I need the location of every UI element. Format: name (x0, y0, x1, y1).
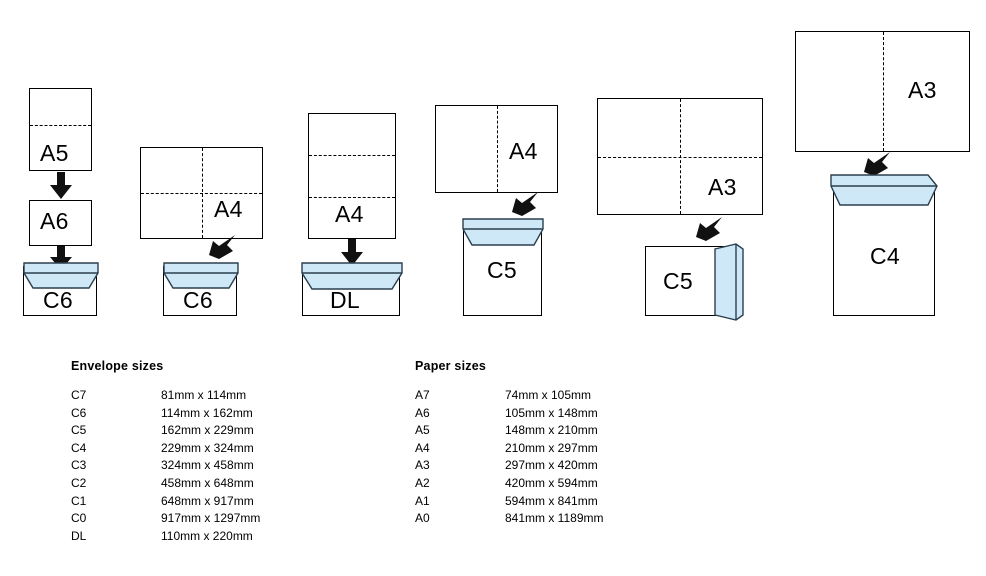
envelope-code: C7 (71, 388, 87, 402)
envelope-code: C5 (71, 423, 87, 438)
envelope-sizes-rows: C7 81mm x 114mm C6 114mm x 162mm C5 162m… (71, 387, 371, 545)
arrow-down-a4-to-dl (339, 239, 365, 267)
table-row: C5 162mm x 229mm (71, 422, 371, 440)
paper-dimensions: 841mm x 1189mm (505, 511, 604, 526)
envelope-dimensions: 917mm x 1297mm (161, 511, 261, 526)
table-row: A7 74mm x 105mm (415, 387, 715, 405)
fold-line-horizontal-upper (309, 155, 395, 157)
sheet-label-a4: A4 (335, 201, 364, 227)
paper-code: A0 (415, 511, 430, 526)
fold-line-horizontal (30, 125, 91, 127)
envelope-dimensions: 114mm x 162mm (161, 405, 253, 420)
envelope-code: C1 (71, 493, 87, 508)
envelope-c5-side-flap (712, 243, 746, 321)
table-row: A2 420mm x 594mm (415, 475, 715, 493)
envelope-code: C3 (71, 458, 87, 473)
paper-code: A5 (415, 423, 430, 438)
sheet-a4-trifold (308, 113, 396, 239)
table-row: DL 110mm x 220mm (71, 528, 371, 546)
table-row: C0 917mm x 1297mm (71, 510, 371, 528)
arrow-diagonal-a4-to-c5 (508, 190, 540, 220)
envelope-label-c5: C5 (663, 268, 694, 294)
table-row: A5 148mm x 210mm (415, 422, 715, 440)
paper-dimensions: 210mm x 297mm (505, 440, 598, 455)
sheet-a5 (29, 88, 92, 171)
paper-code: A3 (415, 458, 430, 473)
fold-line-vertical (496, 106, 498, 192)
paper-dimensions: 105mm x 148mm (505, 405, 598, 420)
envelope-sizes-table: Envelope sizes C7 81mm x 114mm C6 114mm … (71, 359, 371, 545)
envelope-label-c4: C4 (870, 243, 901, 269)
paper-code: A7 (415, 388, 430, 402)
envelope-code: C0 (71, 511, 87, 526)
envelope-dimensions: 81mm x 114mm (161, 388, 247, 402)
envelope-label-dl: DL (330, 287, 361, 313)
envelope-dimensions: 229mm x 324mm (161, 440, 254, 455)
envelope-code: DL (71, 528, 87, 543)
envelope-dimensions: 324mm x 458mm (161, 458, 254, 473)
envelope-label-c5: C5 (487, 257, 518, 283)
envelope-sizes-title: Envelope sizes (71, 359, 164, 373)
paper-dimensions: 148mm x 210mm (505, 423, 598, 438)
arrow-down-a6-to-c6 (48, 246, 74, 271)
fold-line-horizontal (598, 156, 762, 158)
group-a3-c5: A3 C5 (0, 0, 770, 330)
sheet-label-a3: A3 (708, 174, 737, 200)
table-row: A1 594mm x 841mm (415, 493, 715, 511)
table-row: C3 324mm x 458mm (71, 457, 371, 475)
paper-dimensions: 594mm x 841mm (505, 493, 598, 508)
envelope-label-c6: C6 (183, 287, 214, 313)
envelope-code: C4 (71, 440, 87, 455)
table-row: A6 105mm x 148mm (415, 405, 715, 423)
sheet-a6 (29, 200, 92, 246)
envelope-label-c6: C6 (43, 287, 74, 313)
arrow-diagonal-a4-to-c6 (205, 233, 237, 263)
paper-dimensions: 420mm x 594mm (505, 475, 598, 490)
envelope-code: C6 (71, 405, 87, 420)
fold-line-vertical (882, 32, 884, 151)
sheet-label-a6: A6 (40, 208, 69, 234)
table-row: C1 648mm x 917mm (71, 493, 371, 511)
envelope-dimensions: 110mm x 220mm (161, 528, 253, 543)
envelope-dimensions: 162mm x 229mm (161, 423, 254, 438)
envelope-dimensions: 458mm x 648mm (161, 475, 254, 490)
paper-dimensions: 297mm x 420mm (505, 458, 598, 473)
paper-sizes-title: Paper sizes (415, 359, 486, 373)
sheet-a3-portrait (795, 31, 970, 152)
table-row: C2 458mm x 648mm (71, 475, 371, 493)
table-row: C4 229mm x 324mm (71, 440, 371, 458)
arrow-down-a5-to-a6 (48, 172, 74, 200)
envelope-dimensions: 648mm x 917mm (161, 493, 254, 508)
sheet-a4-landscape (435, 105, 558, 193)
paper-sizes-rows: A7 74mm x 105mm A6 105mm x 148mm A5 148m… (415, 387, 715, 528)
paper-dimensions: 74mm x 105mm (505, 388, 592, 402)
arrow-diagonal-a3-to-c5 (692, 215, 724, 245)
table-row: A0 841mm x 1189mm (415, 510, 715, 528)
paper-code: A4 (415, 440, 430, 455)
arrow-diagonal-a3-to-c4 (860, 150, 892, 180)
paper-sizes-table: Paper sizes A7 74mm x 105mm A6 105mm x 1… (415, 359, 715, 528)
sheet-a4-quarter (140, 147, 263, 239)
sheet-label-a5: A5 (40, 140, 69, 166)
paper-code: A2 (415, 475, 430, 490)
fold-line-horizontal-lower (309, 196, 395, 198)
sheet-label-a4: A4 (214, 196, 243, 222)
sheet-a3-quarter (597, 98, 763, 215)
paper-code: A6 (415, 405, 430, 420)
paper-code: A1 (415, 493, 430, 508)
table-row: C6 114mm x 162mm (71, 405, 371, 423)
envelope-code: C2 (71, 475, 87, 490)
table-row: A3 297mm x 420mm (415, 457, 715, 475)
fold-line-horizontal (141, 193, 262, 194)
group-a3-c4: A3 C4 (795, 31, 970, 316)
sheet-label-a3: A3 (908, 77, 937, 103)
table-row: A4 210mm x 297mm (415, 440, 715, 458)
table-row: C7 81mm x 114mm (71, 387, 371, 405)
sheet-label-a4: A4 (509, 138, 538, 164)
